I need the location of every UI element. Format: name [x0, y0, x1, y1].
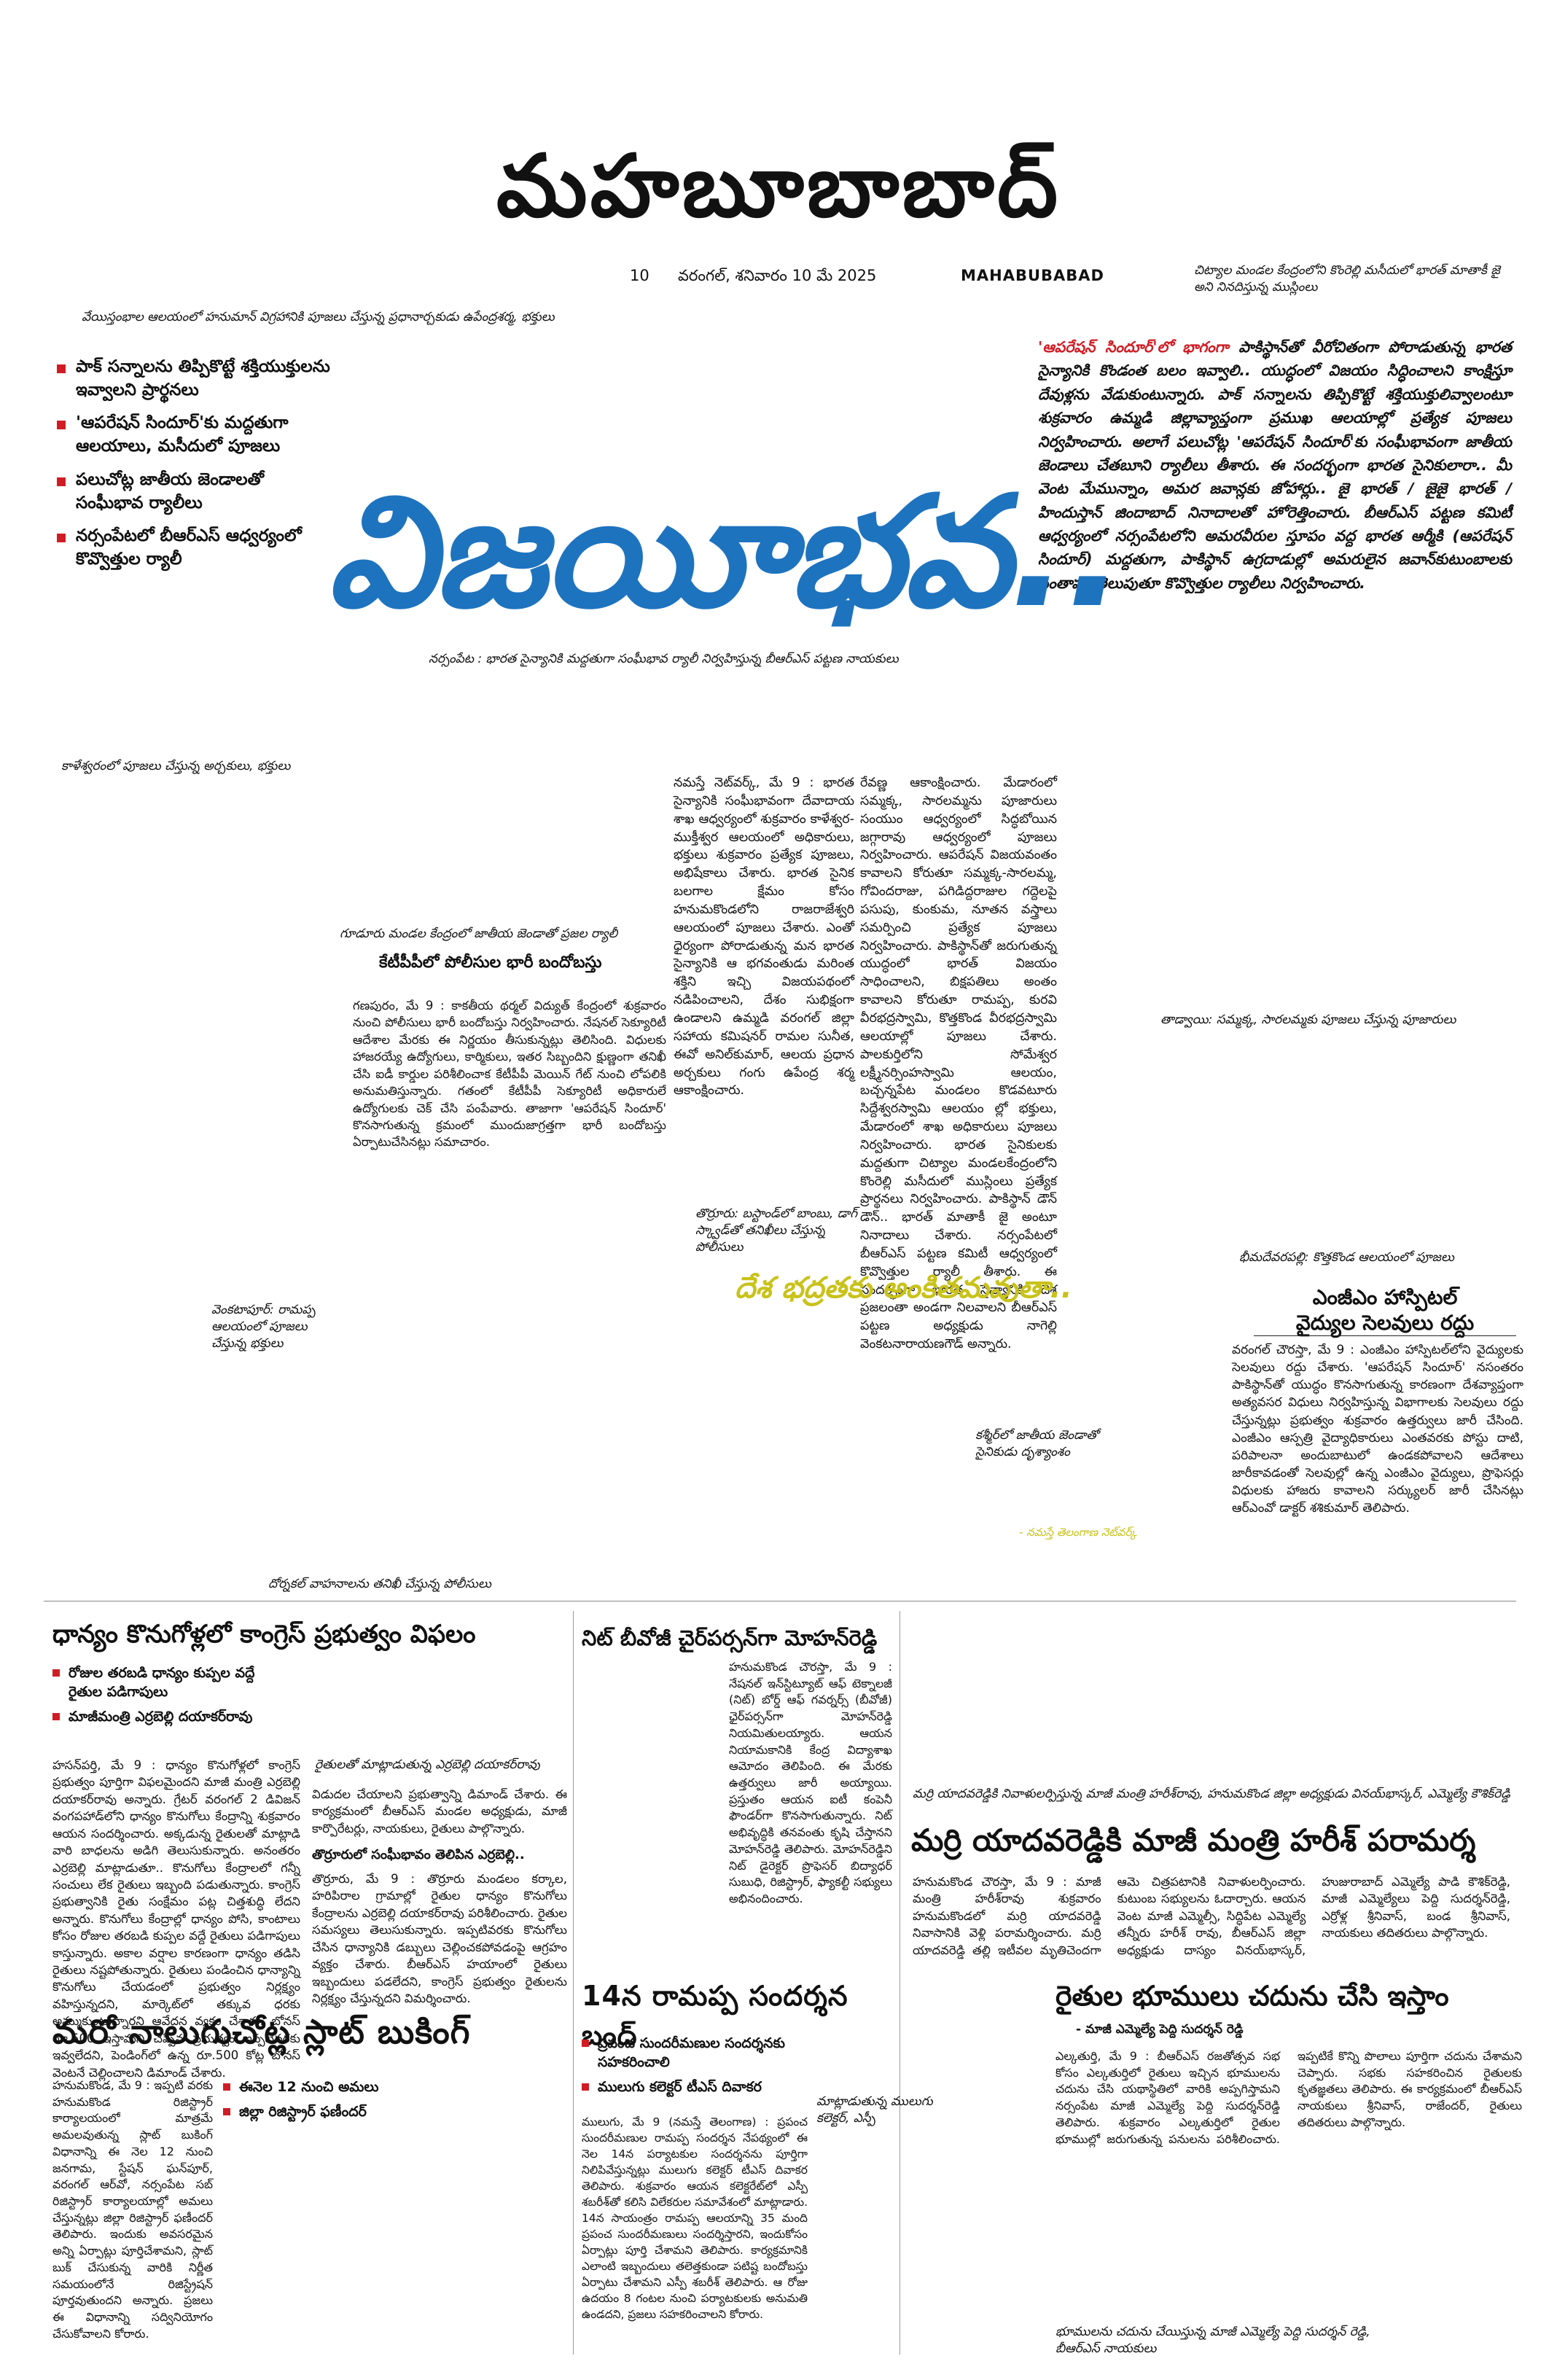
caption-thadvai: తాడ్వాయి: సమ్మక్క, సారలమ్మకు పూజలు చేస్త… — [1160, 1013, 1456, 1027]
lands-byline: - మాజీ ఎమ్మెల్యే పెద్ది సుదర్శన్ రెడ్డి — [1076, 2022, 1244, 2037]
caption-collector: మాట్లాడుతున్న ములుగు కలెక్టర్, ఎస్పీ — [816, 2094, 933, 2126]
caption-kashmir: కశ్మీర్‌లో జాతీయ జెండాతో సైనికుడు దృశ్యా… — [975, 1428, 1099, 1459]
grain-headline: ధాన్యం కొనుగోళ్లలో కాంగ్రెస్ ప్రభుత్వం వ… — [52, 1620, 476, 1649]
grain-subheading: తొర్రూరులో సంఘీభావం తెలిపిన ఎర్రబెల్లి.. — [312, 1847, 525, 1862]
column-divider — [573, 1611, 574, 2354]
slot-headline: మరో నాలుగుచోట్ల స్లాట్ బుకింగ్ — [52, 2012, 471, 2051]
photo-credit: - నమస్తే తెలంగాణ నెట్‌వర్క్ — [1019, 1526, 1137, 1539]
bullet-item: ములుగు కలెక్టర్ టీఎస్ దివాకర — [582, 2077, 859, 2096]
caption-harish: మర్రి యాదవరెడ్డికి నివాళులర్పిస్తున్న మా… — [913, 1787, 1510, 1801]
mgm-headline-line1: ఎంజీఎం హాస్పిటల్ — [1312, 1285, 1458, 1309]
grain-body-3: తొర్రూరు, మే 9 : తొర్రూరు మండలం కర్కాల, … — [312, 1872, 567, 2005]
dateline: వరంగల్, శనివారం 10 మే 2025 — [678, 267, 877, 284]
grain-body: హసన్‌పర్తి, మే 9 : ధాన్యం కొనుగోళ్లలో కా… — [52, 1758, 300, 2080]
top-bullets: పాక్ సన్నాలను తిప్పికొట్టే శక్తియుక్తులన… — [57, 356, 334, 582]
masthead: మహబూబాబాద్ — [496, 135, 1061, 236]
ramappa-body: ములుగు, మే 9 (నమస్తే తెలంగాణ) : ప్రపంచ స… — [582, 2115, 808, 2321]
ramappa-bullets: ప్రపంచ సుందరీమణుల సందర్శనకు సహకరించాలి మ… — [582, 2034, 859, 2103]
nit-body: హనుమకొండ చౌరస్తా, మే 9 : నేషనల్ ఇన్‌స్టి… — [729, 1660, 892, 1906]
bullet-item: ప్రపంచ సుందరీమణుల సందర్శనకు సహకరించాలి — [582, 2034, 859, 2072]
hero-title: విజయీభవ.. — [327, 463, 1125, 641]
bullet-item: నర్సంపేటలో బీఆర్ఎస్ ఆధ్వర్యంలో కొవ్వొత్త… — [57, 525, 334, 571]
marri-headline: మర్రి యాదవరెడ్డికి మాజీ మంత్రి హరీశ్ పరా… — [911, 1822, 1476, 1858]
ktpp-body: గణపురం, మే 9 : కాకతీయ థర్మల్ విద్యుత్ కే… — [353, 999, 666, 1150]
caption-venkatapur: వెంకటాపూర్: రామప్ప ఆలయంలో పూజలు చేస్తున్… — [211, 1303, 316, 1351]
slot-body: హనుమకొండ, మే 9 : ఇప్పటి వరకు హనుమకొండ రి… — [52, 2078, 213, 2341]
caption-dornakal: దోర్నకల్ వాహనాలను తనిఖీ చేస్తున్న పోలీసు… — [268, 1577, 491, 1591]
marri-body: హనుమకొండ చౌరస్తా, మే 9 : మాజీ మంత్రి హరీ… — [913, 1875, 1510, 1957]
bullet-item: పలుచోట్ల జాతీయ జెండాలతో సంఘీభావ ర్యాలీలు — [57, 469, 334, 515]
mgm-headline: ఎంజీఎం హాస్పిటల్ వైద్యుల సెలవులు రద్దు — [1254, 1284, 1516, 1335]
lead-highlight: 'ఆపరేషన్ సిందూర్'లో భాగంగా — [1038, 338, 1229, 356]
lands-body: ఎల్కతుర్తి, మే 9 : బీఆర్ఎస్ రజతోత్సవ సభ … — [1055, 2049, 1522, 2146]
tagline: దేశ భద్రతకు అంకితమవుతా.. — [735, 1271, 1072, 1305]
body-center: నమస్తే నెట్‌వర్క్, మే 9 : భారత సైన్యానిక… — [674, 776, 854, 1099]
bullet-item: ఈనెల 12 నుంచి అమలు — [223, 2077, 391, 2096]
mgm-divider — [1254, 1335, 1516, 1336]
caption-chityala: చిట్యాల మండల కేంద్రంలోని కొంరెల్లి మసీదు… — [1194, 263, 1500, 294]
caption-gudur: గూడూరు మండల కేంద్రంలో జాతీయ జెండాతో ప్రజ… — [340, 926, 618, 941]
caption-peddi: భూములను చదును చేయిస్తున్న మాజీ ఎమ్మెల్యే… — [1055, 2325, 1370, 2356]
mgm-body: వరంగల్ చౌరస్తా, మే 9 : ఎంజీఎం హాస్పిటల్‌… — [1232, 1343, 1523, 1516]
caption-kaleshwaram: కాళేశ్వరంలో పూజలు చేస్తున్న అర్చకులు, భక… — [61, 759, 291, 773]
mgm-headline-line2: వైద్యుల సెలవులు రద్దు — [1295, 1311, 1475, 1335]
caption-dayakar: రైతులతో మాట్లాడుతున్న ఎర్రబెల్లి దయాకర్‌… — [315, 1757, 540, 1772]
ramappa-headline: 14న రామప్ప సందర్శన బంద్ — [582, 1980, 848, 2051]
caption-bhimadevarapalli: భీమదేవరపల్లి: కొత్తకొండ ఆలయంలో పూజలు — [1239, 1250, 1454, 1265]
page-number: 10 — [630, 267, 649, 284]
lands-headline: రైతుల భూములు చదును చేసి ఇస్తాం — [1055, 1980, 1449, 2012]
nit-headline: నిట్ బీవోజీ చైర్‌పర్సన్‌గా మోహన్‌రెడ్డి — [582, 1626, 878, 1650]
body-right: రేవణ్ణ ఆకాంక్షించారు. మేడారంలో సమ్మక్క, … — [860, 776, 1057, 1352]
bullet-item: జిల్లా రిజిస్ట్రార్ ఫణీందర్ — [223, 2102, 391, 2121]
caption-narsampet: నర్సంపేట : భారత సైన్యానికి మద్దతుగా సంఘీ… — [429, 652, 899, 666]
caption-thorruru: తొర్రూరు: బస్టాండ్‌లో బాంబు, డాగ్ స్క్వా… — [695, 1206, 857, 1255]
bullet-item: మాజీమంత్రి ఎర్రబెల్లి దయాకర్‌రావు — [52, 1707, 257, 1726]
section-name: MAHABUBABAD — [961, 267, 1104, 284]
bullet-item: 'ఆపరేషన్ సిందూర్'కు మద్దతుగా ఆలయాలు, మసీ… — [57, 412, 334, 458]
slot-bullets: ఈనెల 12 నుంచి అమలు జిల్లా రిజిస్ట్రార్ ఫ… — [223, 2077, 391, 2127]
caption-hanuman: వేయిస్తంభాల ఆలయంలో హనుమాన్ విగ్రహానికి ప… — [82, 310, 555, 324]
bullet-item: పాక్ సన్నాలను తిప్పికొట్టే శక్తియుక్తులన… — [57, 356, 334, 402]
grain-body-2: విడుదల చేయాలని ప్రభుత్వాన్ని డిమాండ్ చేశ… — [312, 1787, 567, 1835]
bullet-item: రోజుల తరబడి ధాన్యం కుప్పల వద్దే రైతుల పడ… — [52, 1663, 257, 1701]
ktpp-headline: కేటీపీపీలో పోలీసుల భారీ బందోబస్తు — [379, 953, 602, 972]
lead-text: పాకిస్థాన్‌తో వీరోచితంగా పోరాడుతున్న భార… — [1038, 338, 1513, 592]
lead-paragraph: 'ఆపరేషన్ సిందూర్'లో భాగంగా పాకిస్థాన్‌తో… — [1038, 335, 1512, 595]
grain-bullets: రోజుల తరబడి ధాన్యం కుప్పల వద్దే రైతుల పడ… — [52, 1663, 257, 1733]
